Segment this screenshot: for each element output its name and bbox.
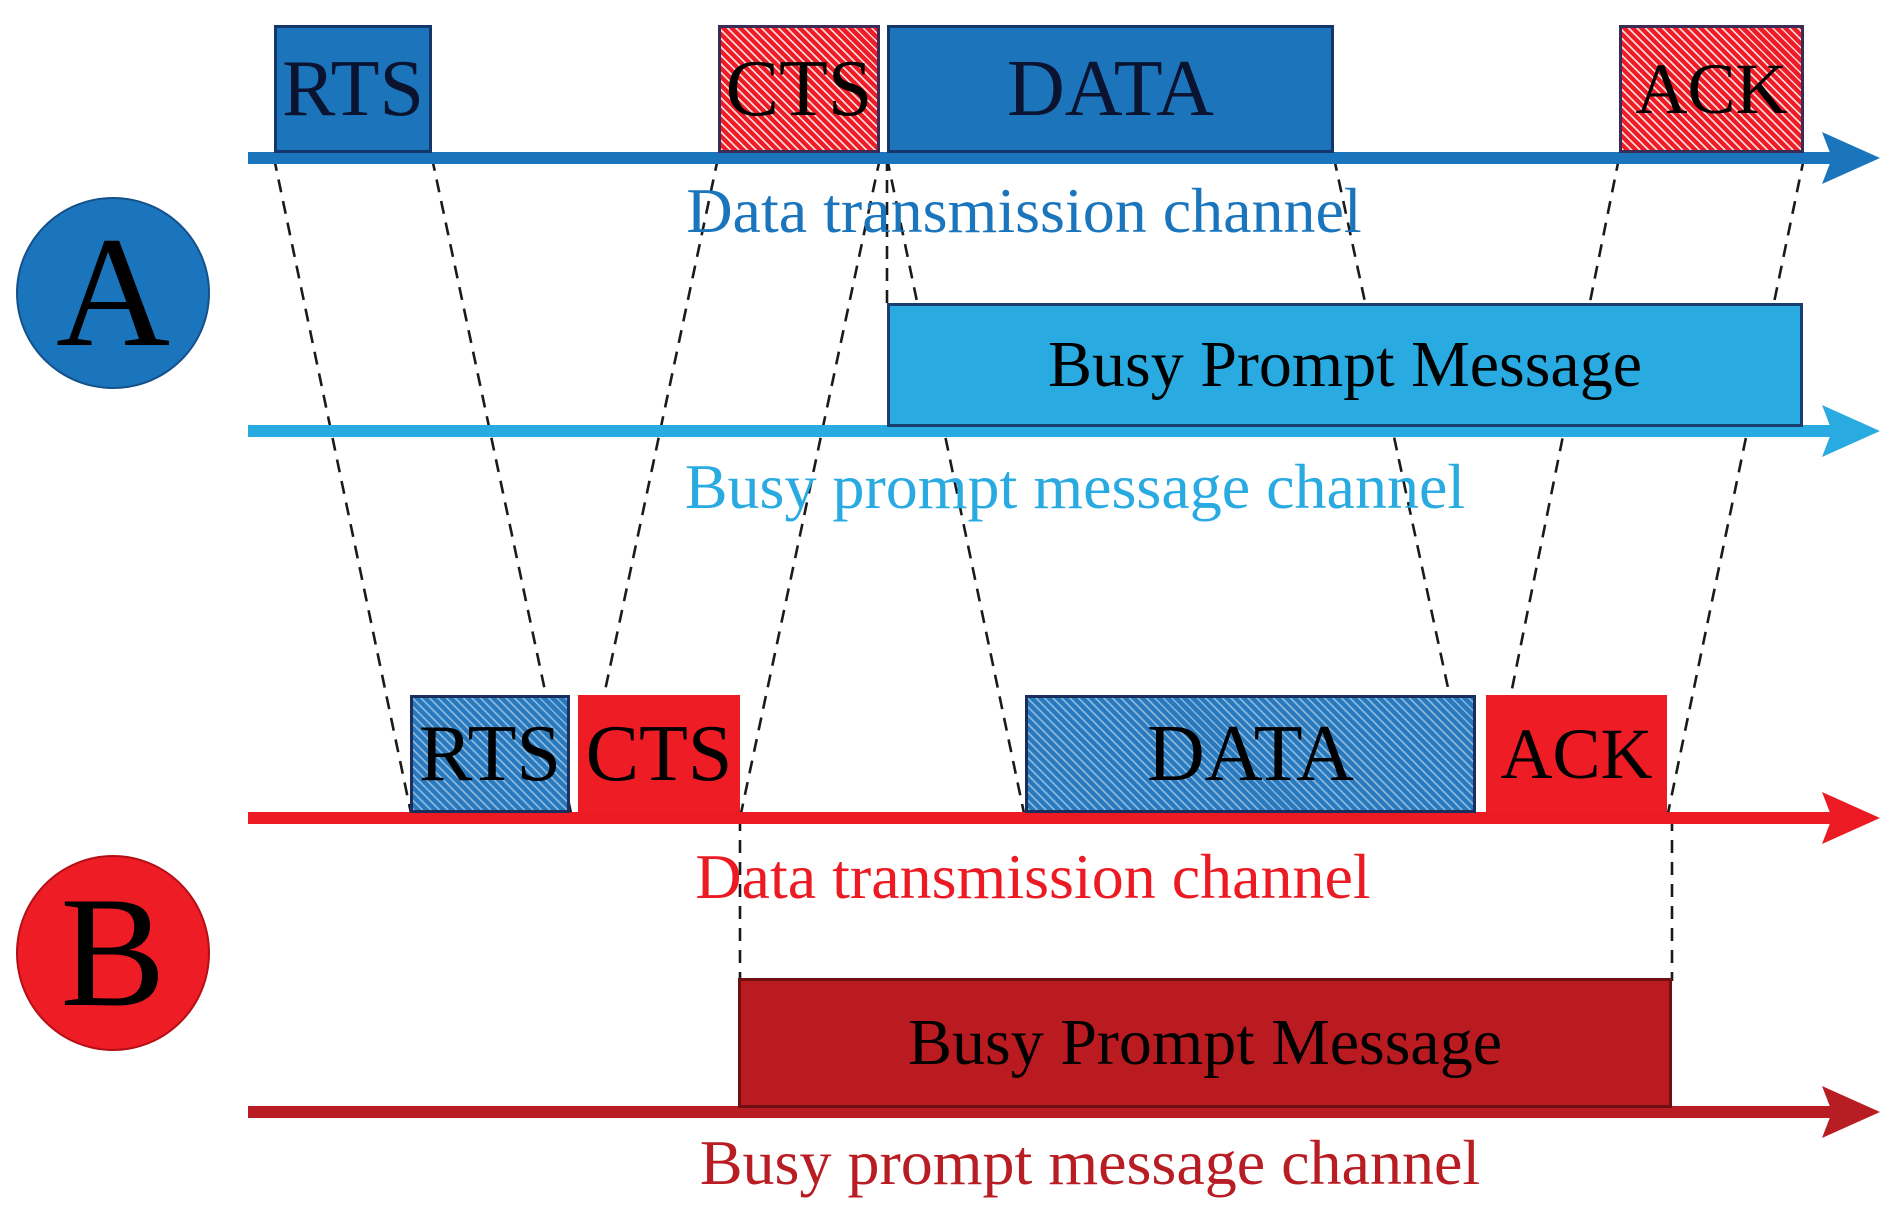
node-a-badge: A xyxy=(16,197,210,389)
dashed-line-cts-right xyxy=(738,157,882,819)
node-b-label: B xyxy=(60,865,166,1040)
node-b-rts-box: RTS xyxy=(410,695,570,813)
node-b-data-box: DATA xyxy=(1025,695,1476,813)
node-b-busy-prompt-label: Busy Prompt Message xyxy=(908,1006,1502,1079)
node-a-busy-channel-caption: Busy prompt message channel xyxy=(684,451,1466,522)
node-a-cts-label: CTS xyxy=(725,45,873,133)
dashed-line-data-left xyxy=(885,157,1027,819)
node-b-data-label: DATA xyxy=(1147,710,1354,798)
node-a-data-label: DATA xyxy=(1007,45,1214,133)
b-data-channel-arrow-icon xyxy=(1822,792,1880,844)
node-a-ack-box: ACK xyxy=(1619,25,1804,153)
node-a-ack-label: ACK xyxy=(1635,49,1788,129)
node-a-busy-prompt-label: Busy Prompt Message xyxy=(1048,328,1642,401)
node-b-busy-prompt-box: Busy Prompt Message xyxy=(738,978,1672,1108)
node-a-label: A xyxy=(55,205,171,380)
node-b-cts-label: CTS xyxy=(585,710,733,798)
node-b-ack-box: ACK xyxy=(1486,695,1667,813)
b-busy-channel-arrow-icon xyxy=(1822,1086,1880,1138)
channel-axes xyxy=(248,132,1880,1138)
dashed-line-ack-right xyxy=(1665,157,1806,819)
node-b-busy-channel-caption: Busy prompt message channel xyxy=(699,1127,1481,1198)
node-b-data-channel-caption: Data transmission channel xyxy=(695,841,1371,912)
node-a-rts-label: RTS xyxy=(282,45,424,133)
node-a-data-box: DATA xyxy=(887,25,1334,153)
node-b-ack-label: ACK xyxy=(1500,714,1653,794)
a-busy-channel-arrow-icon xyxy=(1822,405,1880,457)
node-b-badge: B xyxy=(16,855,210,1051)
node-a-rts-box: RTS xyxy=(274,25,432,153)
node-a-data-channel-caption: Data transmission channel xyxy=(686,175,1362,246)
propagation-dashed-lines xyxy=(272,157,1806,981)
node-b-rts-label: RTS xyxy=(419,710,561,798)
node-a-busy-prompt-box: Busy Prompt Message xyxy=(887,303,1803,427)
node-b-cts-box: CTS xyxy=(578,695,740,813)
dashed-line-rts-left xyxy=(272,157,414,819)
a-data-channel-arrow-icon xyxy=(1822,132,1880,184)
node-a-cts-box: CTS xyxy=(718,25,880,153)
